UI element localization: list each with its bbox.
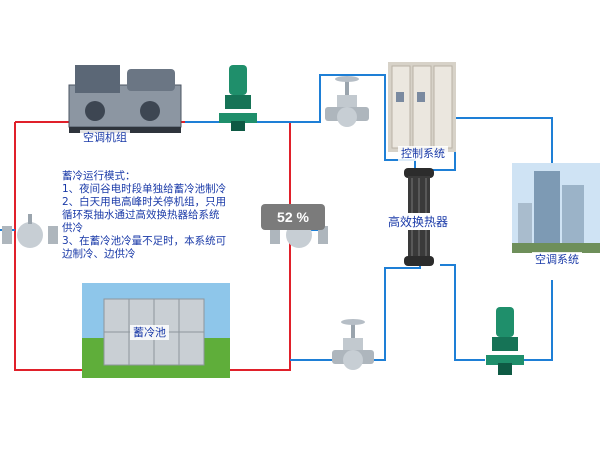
- valve-icon: [0, 212, 60, 252]
- pump-icon: [217, 63, 259, 133]
- mode-line: 循环泵抽水通过高效换热器给系统: [62, 209, 220, 221]
- mode-line: 2、白天用电高峰时关停机组，只用: [62, 196, 227, 208]
- control-label: 控制系统: [398, 146, 448, 162]
- building-label: 空调系统: [532, 252, 582, 268]
- heat-exchanger-label: 高效换热器: [386, 213, 451, 230]
- mode-title: 蓄冷运行模式：: [62, 170, 136, 182]
- pump-icon: [484, 305, 526, 377]
- mode-line: 边制冷、边供冷: [62, 248, 136, 260]
- mode-line: 供冷: [62, 222, 83, 234]
- mode-line: 3、在蓄冷池冷量不足时，本系统可: [62, 235, 227, 247]
- valve-icon: [330, 318, 376, 376]
- blue-pipe-top: [290, 74, 415, 161]
- tank-label: 蓄冷池: [130, 325, 169, 341]
- building-icon: [512, 163, 600, 253]
- mode-description: 蓄冷运行模式： 1、夜间谷电时段单独给蓄冷池制冷 2、白天用电高峰时关停机组，只…: [62, 170, 272, 261]
- control-cabinet-icon: [388, 62, 456, 152]
- chiller-label: 空调机组: [80, 130, 130, 146]
- blue-pipe-hx-right: [440, 264, 485, 361]
- tank-icon: [82, 283, 230, 378]
- chiller-icon: [65, 55, 185, 135]
- blue-pipe-right: [520, 280, 553, 361]
- progress-badge: 52 %: [261, 204, 325, 230]
- mode-line: 1、夜间谷电时段单独给蓄冷池制冷: [62, 183, 227, 195]
- valve-icon: [323, 75, 371, 133]
